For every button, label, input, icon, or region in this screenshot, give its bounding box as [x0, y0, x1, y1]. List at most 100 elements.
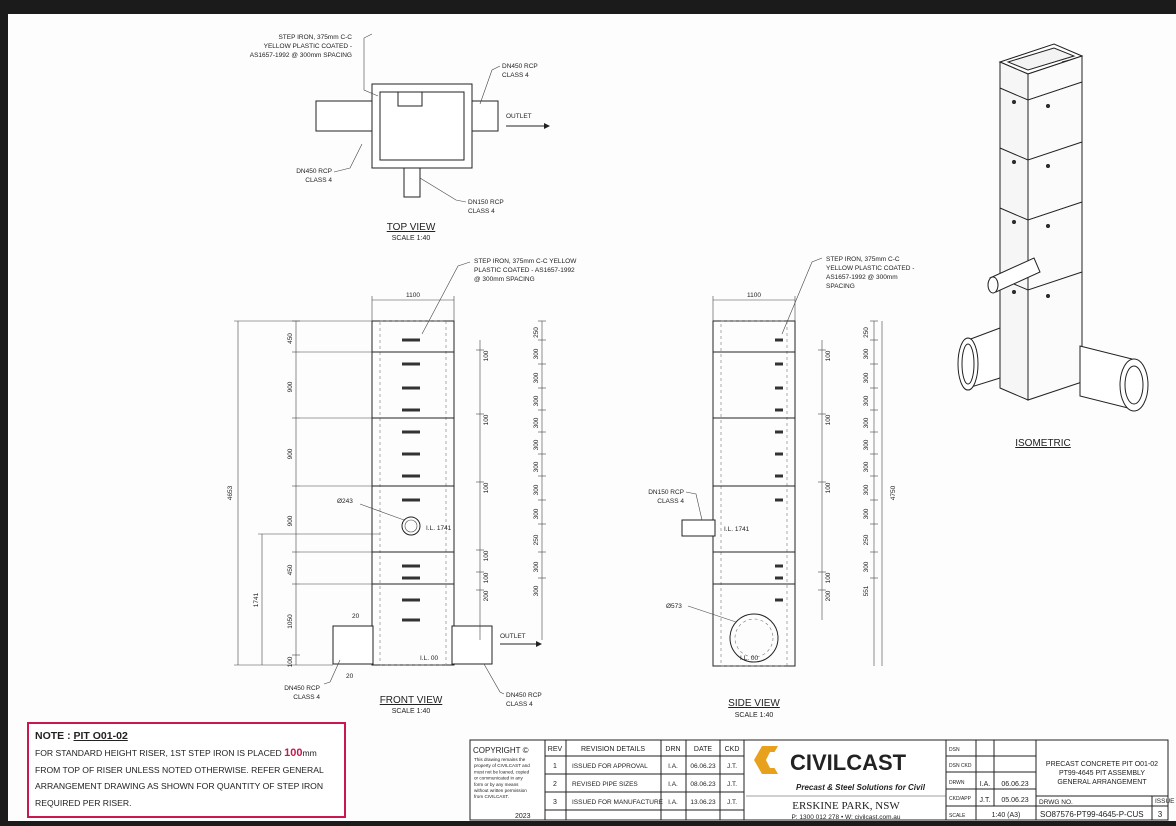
- front-right-dim: 300: [533, 372, 540, 383]
- front-right-dim: 300: [533, 561, 540, 572]
- side-callout-step-4: SPACING: [826, 283, 855, 290]
- front-right-dim: 300: [533, 461, 540, 472]
- contact: P: 1300 012 278 • W: civilcast.com.au: [791, 814, 900, 821]
- iso-lifting-point: [1046, 294, 1050, 298]
- front-step-iron: [402, 362, 420, 366]
- rev-header-date: DATE: [694, 746, 712, 753]
- front-step-iron: [402, 338, 420, 342]
- rev-ckd: J.T.: [727, 781, 737, 788]
- front-outlet-pipe: [451, 625, 493, 665]
- rev-header-ckd: CKD: [725, 746, 740, 753]
- front-step-iron: [402, 576, 420, 580]
- top-callout-dn450-right-1: DN450 RCP: [502, 63, 538, 70]
- side-right-dim: 300: [863, 461, 870, 472]
- front-right-dim: 250: [533, 534, 540, 545]
- note-highlight: 100: [284, 747, 303, 759]
- front-right-dim: 300: [533, 508, 540, 519]
- side-overall-height: 4750: [890, 485, 897, 500]
- top-callout-step-2: YELLOW PLASTIC COATED -: [264, 43, 352, 50]
- front-right-dim: 300: [533, 585, 540, 596]
- front-step-iron: [402, 618, 420, 622]
- front-step-iron: [402, 386, 420, 390]
- side-step-iron: [775, 576, 783, 580]
- side-step-iron: [775, 474, 783, 478]
- side-callout-dn150-2: CLASS 4: [657, 498, 684, 505]
- side-step-iron: [775, 386, 783, 390]
- copyright-text-line: form or by any means: [474, 782, 519, 787]
- top-callout-step-1: STEP IRON, 375mm C-C: [278, 34, 352, 41]
- side-right-dim: 300: [863, 348, 870, 359]
- svg-text:AS1657-1992 @ 300mm SPACING: AS1657-1992 @ 300mm SPACING: [250, 52, 352, 59]
- front-step-iron: [402, 498, 420, 502]
- side-view: 1100 4750 250300300300300300300300300250…: [648, 256, 914, 719]
- side-spacer-dim: 100: [825, 572, 832, 583]
- side-width-dim: 1100: [747, 292, 761, 299]
- side-callout-dn150-1: DN150 RCP: [648, 489, 684, 496]
- front-step-iron: [402, 598, 420, 602]
- side-step-iron: [775, 498, 783, 502]
- copyright-year: 2023: [515, 813, 531, 820]
- rev-drn: I.A.: [668, 799, 678, 806]
- side-spacer-dim: 100: [825, 482, 832, 493]
- rev-date: 08.06.23: [690, 781, 716, 788]
- top-outlet-pipe: [471, 100, 499, 132]
- front-left-dim: 900: [287, 381, 294, 392]
- front-callout-dn450-left-2: CLASS 4: [293, 694, 320, 701]
- rev-ckd: J.T.: [727, 763, 737, 770]
- drwn-date: 06.06.23: [1001, 781, 1028, 788]
- isometric-title: ISOMETRIC: [1015, 438, 1071, 449]
- side-step-iron: [775, 408, 783, 412]
- logo-tagline: Precast & Steel Solutions for Civil: [796, 783, 926, 792]
- iso-riser-joint: [999, 201, 1083, 221]
- top-inlet-pipe: [315, 100, 373, 132]
- front-spacer-dim: 100: [483, 550, 490, 561]
- top-callout-dn450-left-2: CLASS 4: [305, 177, 332, 184]
- side-right-dim: 300: [863, 439, 870, 450]
- note-text-before: FOR STANDARD HEIGHT RISER, 1ST STEP IRON…: [35, 748, 282, 758]
- front-inlet-pipe: [332, 625, 374, 665]
- front-step-iron: [402, 408, 420, 412]
- side-step-iron: [775, 598, 783, 602]
- front-left-dim: 100: [287, 656, 294, 667]
- note-box: NOTE : PIT O01-02 FOR STANDARD HEIGHT RI…: [27, 722, 346, 818]
- rev-number: 1: [553, 763, 557, 770]
- front-view-scale: SCALE 1:40: [392, 708, 431, 715]
- top-callout-dn450-right-2: CLASS 4: [502, 72, 529, 79]
- front-pit-outline: [371, 320, 455, 666]
- side-right-dim: 250: [863, 534, 870, 545]
- rev-ckd: J.T.: [727, 799, 737, 806]
- drawing-sheet: STEP IRON, 375mm C-C YELLOW PLASTIC COAT…: [8, 14, 1176, 821]
- front-spacer-dim: 100: [483, 350, 490, 361]
- scale-value: 1:40 (A3): [992, 812, 1021, 819]
- note-body: FOR STANDARD HEIGHT RISER, 1ST STEP IRON…: [35, 745, 338, 811]
- front-overall-height: 4653: [227, 485, 234, 500]
- note-text-unit: mm: [302, 748, 317, 758]
- side-outlet-opening: [729, 613, 779, 663]
- rev-header-rev: REV: [548, 746, 563, 753]
- front-right-dim: 300: [533, 439, 540, 450]
- side-right-dim: 300: [863, 508, 870, 519]
- copyright-text-line: from CIVILCAST.: [474, 794, 509, 799]
- front-left-dim: 450: [287, 564, 294, 575]
- issue-label: ISSUE: [1155, 798, 1175, 805]
- front-right-dim: 250: [533, 327, 540, 338]
- front-spacer-dim: 100: [483, 414, 490, 425]
- iso-riser-joint: [999, 81, 1083, 101]
- issue-no: 3: [1158, 810, 1163, 819]
- civilcast-logo: CIVILCAST: [754, 746, 907, 775]
- copyright-label: COPYRIGHT ©: [473, 746, 529, 755]
- front-step-iron: [402, 564, 420, 568]
- side-spacer-dim: 100: [825, 350, 832, 361]
- note-text-after: FROM TOP OF RISER UNLESS NOTED OTHERWISE…: [35, 764, 324, 808]
- rev-number: 2: [553, 781, 557, 788]
- drwn-by: I.A.: [980, 781, 991, 788]
- front-left-dim: 1050: [287, 614, 294, 629]
- ckd-by: J.T.: [980, 797, 991, 804]
- front-left-dim: 900: [287, 515, 294, 526]
- role-label: SCALE: [949, 813, 966, 819]
- copyright-text-line: or communicated in any: [474, 776, 523, 781]
- rev-date: 06.06.23: [690, 763, 716, 770]
- front-dim-20-bottom: 20: [346, 673, 354, 680]
- front-dn150-opening: [401, 516, 421, 536]
- side-step-iron: [775, 564, 783, 568]
